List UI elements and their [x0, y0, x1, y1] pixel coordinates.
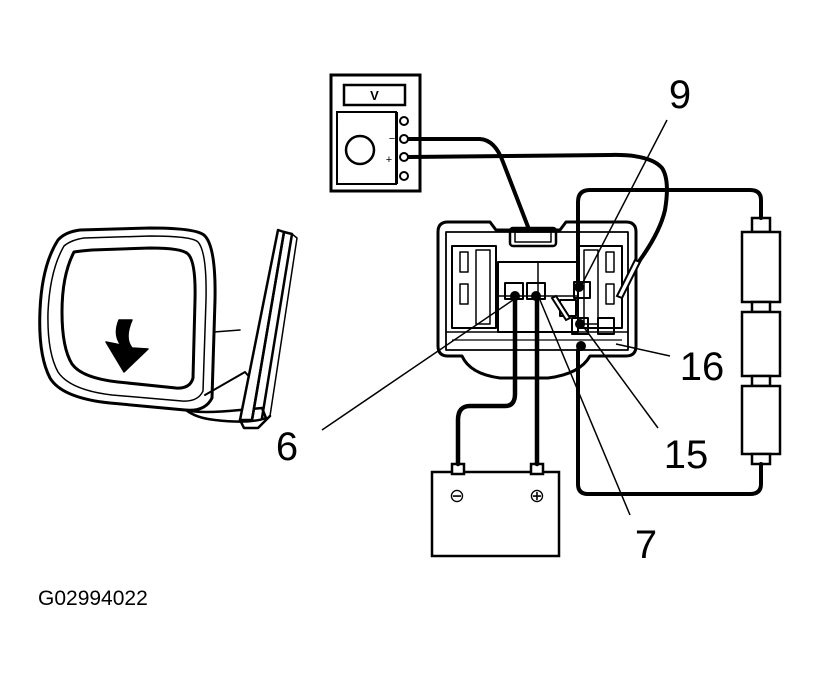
- battery-negative-icon: ⊖: [449, 486, 465, 507]
- down-arrow-icon: [105, 319, 149, 373]
- battery-positive-icon: ⊕: [529, 486, 545, 507]
- meter-unit-label: V: [370, 88, 379, 103]
- callout-7: 7: [635, 523, 657, 567]
- battery-wires: [455, 293, 540, 467]
- battery: ⊖ ⊕: [430, 462, 561, 558]
- test-probes: [550, 258, 642, 322]
- meter-plus-label: +: [386, 154, 392, 166]
- callout-6: 6: [276, 425, 298, 469]
- callout-leaders: [321, 119, 671, 516]
- figure-id: G02994022: [38, 587, 148, 610]
- battery-pack-wires: [576, 188, 763, 496]
- callout-16: 16: [680, 345, 725, 389]
- outside-mirror: [38, 226, 298, 430]
- voltmeter: V − +: [329, 73, 422, 193]
- meter-minus-label: −: [389, 133, 395, 145]
- meter-leads: [407, 137, 669, 318]
- callout-9: 9: [669, 73, 691, 117]
- callout-15: 15: [664, 433, 709, 477]
- meter-dial-icon: [344, 134, 376, 166]
- battery-pack: [740, 216, 782, 466]
